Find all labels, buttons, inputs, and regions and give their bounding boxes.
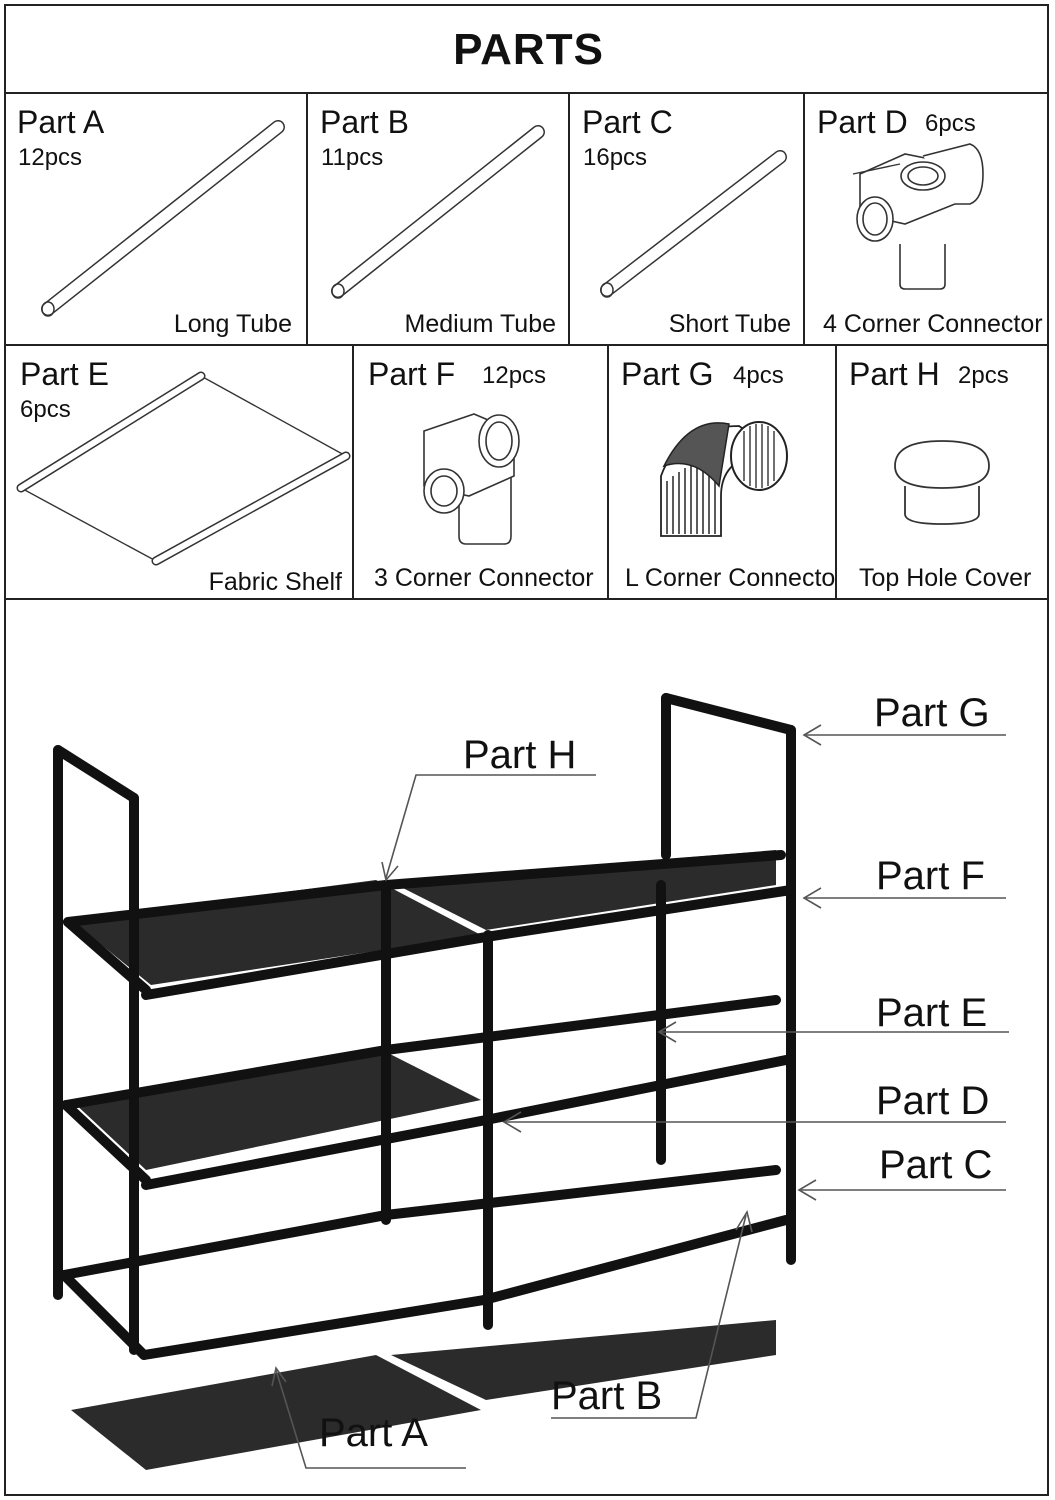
divider [352,344,354,600]
divider [6,598,1047,600]
part-description: Top Hole Cover [859,564,1032,592]
part-description: L Corner Connector [625,564,835,592]
part-quantity: 12pcs [482,362,547,389]
part-quantity: 16pcs [583,144,648,171]
part-description: Medium Tube [404,310,556,338]
divider [6,344,1047,346]
part-card-h: Part H 2pcs Top Hole Cover [837,346,1047,598]
part-quantity: 4pcs [733,362,784,389]
part-description: 3 Corner Connector [374,564,594,592]
callout-part-d: Part D [876,1079,990,1123]
short-tube-icon [600,150,787,298]
part-name: Part A [17,104,105,140]
part-card-d: Part D 6pcs 4 Corner Connector [805,94,1047,344]
part-name: Part C [582,104,673,140]
divider [568,92,570,346]
part-quantity: 6pcs [20,396,71,423]
long-tube-icon [41,120,285,317]
part-quantity: 12pcs [18,144,83,171]
l-corner-connector-icon [660,421,788,537]
part-card-f: Part F 12pcs 3 Corner Connector [354,346,607,598]
part-quantity: 11pcs [321,144,384,171]
divider [306,92,308,346]
part-card-e: Part E 6pcs Fabric Shelf [6,346,352,598]
part-name: Part H [849,356,940,392]
part-card-b: Part B 11pcs Medium Tube [308,94,568,344]
divider [803,92,805,346]
callout-part-b: Part B [551,1374,663,1418]
callout-part-a: Part A [319,1411,428,1455]
part-description: Short Tube [668,310,791,338]
four-corner-connector-icon [852,143,984,290]
three-corner-connector-icon [423,413,520,545]
medium-tube-icon [331,125,545,299]
part-quantity: 6pcs [925,110,976,137]
divider [607,344,609,600]
assembled-shoe-rack [53,693,1009,1470]
part-card-g: Part G 4pcs L Corner Connector [609,346,835,598]
top-hole-cover-icon [894,440,990,525]
callout-part-h: Part H [463,733,577,777]
fabric-shelf-icon [16,371,351,566]
part-quantity: 2pcs [958,362,1009,389]
part-name: Part G [621,356,714,392]
part-name: Part E [20,356,109,392]
page-title: PARTS [453,25,604,74]
part-name: Part F [368,356,456,392]
divider [6,92,1047,94]
callout-part-c: Part C [879,1143,993,1187]
part-description: Long Tube [173,310,292,338]
part-card-a: Part A 12pcs Long Tube [6,94,306,344]
divider [835,344,837,600]
part-card-c: Part C 16pcs Short Tube [570,94,803,344]
part-description: Fabric Shelf [208,568,342,596]
callout-part-e: Part E [876,991,988,1035]
callout-part-g: Part G [874,691,990,735]
parts-sheet: PARTS Part A 12pcs Long Tube Part B 11pc… [4,4,1049,1496]
part-description: 4 Corner Connector [823,310,1043,338]
part-name: Part D [817,104,908,140]
callout-part-f: Part F [876,854,985,898]
part-name: Part B [320,104,409,140]
